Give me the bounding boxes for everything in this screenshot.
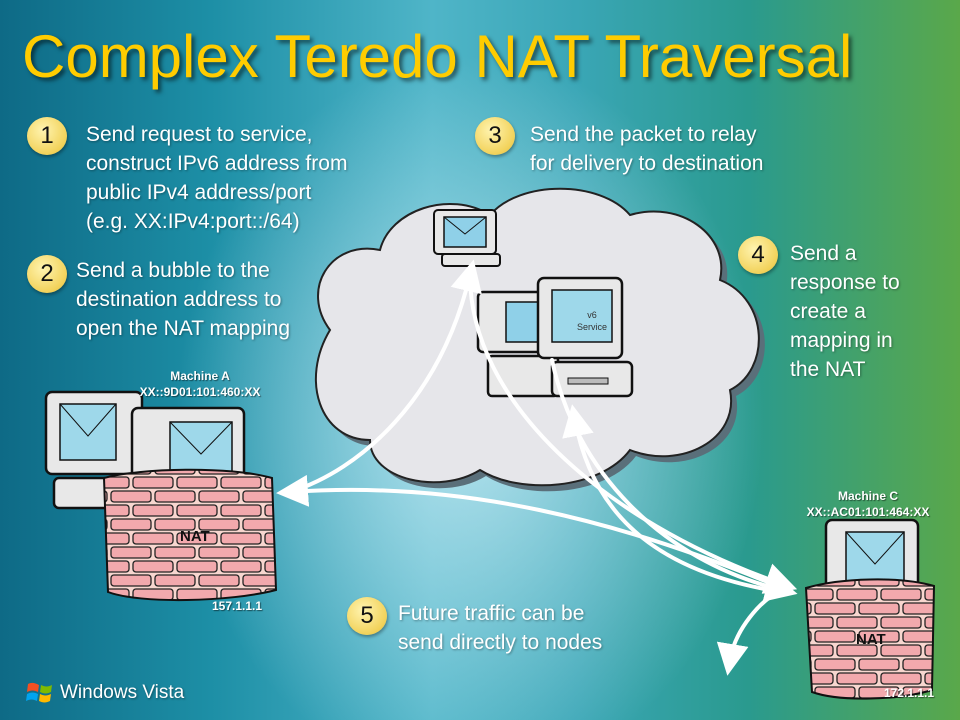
step-1-badge: 1 (27, 117, 67, 155)
arrow-relay-to-machine-c (468, 273, 798, 594)
service-label-line-2: Service (577, 322, 607, 332)
machine-a-nat-label: NAT (180, 528, 210, 545)
step-2-badge: 2 (27, 255, 67, 293)
relay-computer-icon (433, 209, 501, 267)
step-3-badge: 3 (475, 117, 515, 155)
arrow-machine-c-to-machine-a (276, 474, 784, 590)
machine-a-address: XX::9D01:101:460:XX (139, 385, 261, 399)
arrow-direct-traffic (716, 588, 784, 676)
step-1-text: Send request to service, construct IPv6 … (86, 123, 348, 233)
windows-flag-icon (26, 682, 52, 703)
step-3-text: Send the packet to relay for delivery to… (530, 123, 764, 175)
logo-text: Windows Vista (60, 682, 185, 703)
machine-c-address: XX::AC01:101:464:XX (806, 505, 930, 519)
step-5-badge: 5 (347, 597, 387, 635)
machine-c-name: Machine C (837, 489, 898, 503)
service-label-line-1: v6 (587, 310, 597, 320)
arrow-service-to-machine-c (550, 358, 798, 602)
machine-a-name: Machine A (170, 369, 230, 383)
machine-a-nat-wall: NAT (102, 468, 278, 602)
windows-vista-logo: Windows Vista (26, 680, 184, 706)
service-computer-icon: v6 Service (536, 276, 634, 398)
arrow-machine-c-to-service (562, 404, 784, 594)
machine-c-label: Machine C XX::AC01:101:464:XX (778, 488, 958, 520)
machine-a-computer-back-icon (44, 390, 156, 510)
traffic-arrows (276, 259, 798, 676)
machine-a-public-ip: 157.1.1.1 (212, 599, 263, 613)
machine-c-public-ip: 172.1.1.1 (884, 686, 935, 700)
machine-c-nat-wall: NAT (804, 578, 936, 700)
slide-title: Complex Teredo NAT Traversal (22, 23, 853, 90)
machine-c-nat-label: NAT (856, 631, 886, 648)
step-4-text: Send a response to create a mapping in t… (790, 242, 900, 381)
step-4-badge: 4 (738, 236, 778, 274)
machine-a-label: Machine A XX::9D01:101:460:XX (110, 368, 290, 400)
arrow-request-to-service (288, 259, 482, 494)
step-2-text: Send a bubble to the destination address… (76, 259, 291, 340)
step-5-text: Future traffic can be send directly to n… (398, 602, 603, 654)
